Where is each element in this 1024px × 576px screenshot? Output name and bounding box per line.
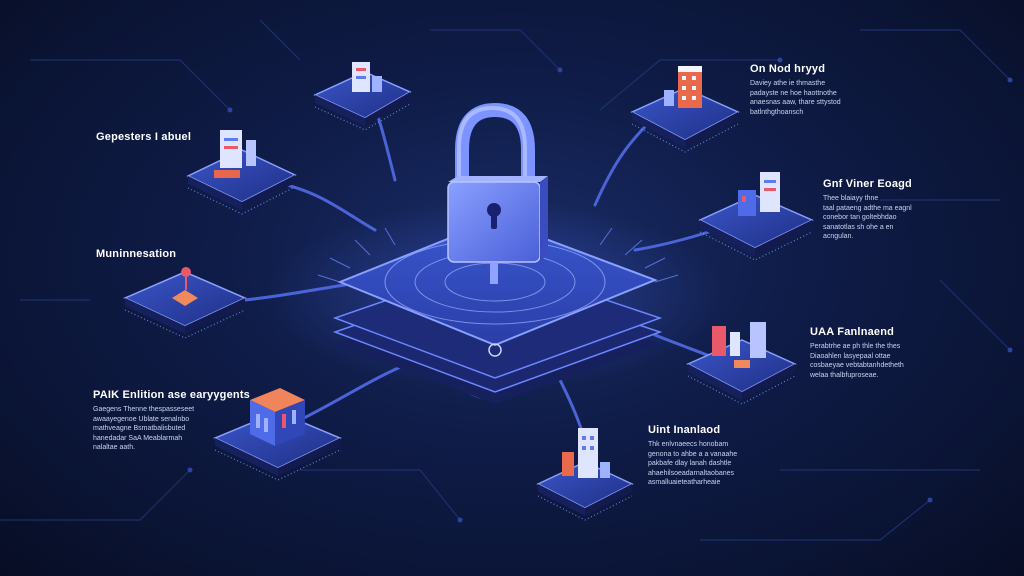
tile-bottom-left [213,388,342,476]
label-bottom-left-title: PAIK Enlition ase earyygents [93,389,251,401]
label-left-middle-title: Muninnesation [96,248,177,260]
building-icon [664,66,702,108]
keyhole-icon [487,203,501,229]
label-top-right-body: Daviey athe ie thmasthe padayste ne hoe … [750,80,841,116]
tile-top-right [630,66,740,148]
label-right-upper-body: Thee blaiayy thne taal pataeng adthe ma … [823,195,912,240]
circuit-nodes [187,57,1013,523]
label-top-right-title: On Nod hryyd [750,63,826,75]
label-left-middle: Muninnesation [96,248,176,260]
platform-glow-spikes [317,227,679,283]
label-right-upper: Gnf Viner Eoagd Thee blaiayy thne taal p… [823,178,912,242]
label-bottom-center: Uint Inanlaod Thk enlvnaeecs honobam gen… [648,424,737,488]
tile-bottom-center [536,428,634,516]
tile-dot-trims [124,103,813,521]
building-icon [250,388,305,446]
tile-top [313,62,412,126]
tile-upper-left [186,130,297,210]
label-top-right: On Nod hryyd Daviey athe ie thmasthe pad… [750,63,841,117]
tile-right-lower [686,322,797,400]
label-bottom-center-body: Thk enlvnaeecs honobam genona to ahbe a … [648,441,738,486]
tile-left-middle [123,267,247,334]
pin-icon [181,267,191,277]
label-right-lower-body: Perabtrhe ae ph thle the thes Diaoahlen … [810,343,904,379]
server-rack-icon [760,172,780,212]
label-bottom-left-body: Gaegens Thenne thespasseseet awaayegenoe… [93,406,195,451]
circuit-traces [0,19,1011,541]
label-bottom-center-title: Uint Inanlaod [648,424,721,436]
building-icon [562,428,610,478]
label-upper-left-title: Gepesters I abuel [96,131,192,143]
server-rack-icon [750,322,766,358]
label-upper-left: Gepesters I abuel [96,131,191,143]
label-right-lower: UAA Fanlnaend Perabtrhe ae ph thle the t… [810,326,904,380]
platform-emblem-icon [488,343,502,357]
label-bottom-left: PAIK Enlition ase earyygents Gaegens The… [93,389,250,453]
label-right-lower-title: UAA Fanlnaend [810,326,895,338]
tile-right-upper [698,172,814,256]
label-right-upper-title: Gnf Viner Eoagd [823,178,912,190]
padlock-icon [447,102,548,284]
